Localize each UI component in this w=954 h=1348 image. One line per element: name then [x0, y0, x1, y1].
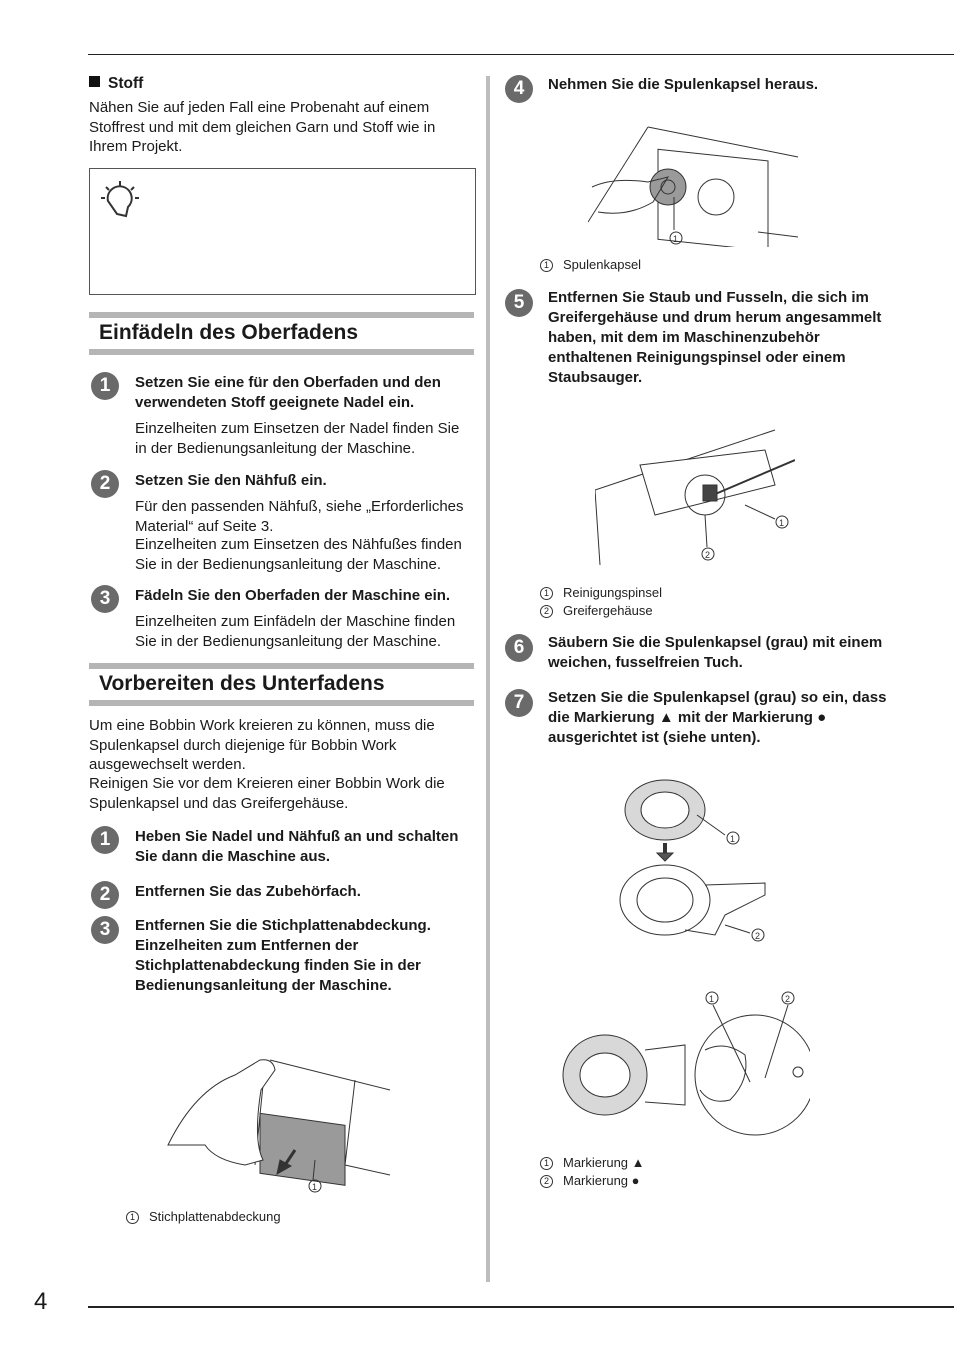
section-intro: Reinigen Sie vor dem Kreieren einer Bobb… — [89, 775, 445, 812]
step-number: 3 — [91, 585, 119, 613]
step-instruction: Säubern Sie die Spulenkapsel (grau) mit … — [548, 634, 883, 671]
figure-alignment-marks: 1 2 — [562, 991, 810, 1136]
figure-clean-race: 1 2 — [595, 429, 795, 566]
svg-text:2: 2 — [785, 994, 790, 1004]
square-bullet-icon — [89, 76, 100, 87]
step-detail: Für den passenden Nähfuß, siehe „Erforde… — [135, 498, 464, 535]
step-number: 4 — [505, 75, 533, 103]
step-number: 6 — [505, 634, 533, 662]
step-detail: Einzelheiten zum Einfädeln der Maschine … — [135, 613, 456, 650]
step-detail: Einzelheiten zum Einsetzen der Nadel fin… — [135, 420, 460, 457]
section-heading-oberfaden: Einfädeln des Oberfadens — [89, 312, 474, 355]
svg-text:1: 1 — [673, 234, 678, 244]
figure-remove-needle-plate-cover: 1 — [167, 1059, 391, 1193]
step-number: 1 — [91, 826, 119, 854]
step-detail: Einzelheiten zum Einsetzen des Nähfußes … — [135, 536, 462, 573]
svg-text:1: 1 — [312, 1182, 317, 1192]
stoff-subheading: Stoff — [89, 75, 143, 93]
figure-insert-bobbin-case: 1 2 — [619, 779, 766, 942]
note-lightbulb-icon — [101, 181, 139, 218]
step-instruction: Setzen Sie eine für den Oberfaden und de… — [135, 374, 441, 411]
step-number: 2 — [91, 470, 119, 498]
step-instruction: Fädeln Sie den Oberfaden der Maschine ei… — [135, 587, 451, 604]
note-box — [89, 168, 476, 295]
section-heading-unterfaden: Vorbereiten des Unterfadens — [89, 663, 474, 706]
step-instruction: Setzen Sie die Spulenkapsel (grau) so ei… — [548, 689, 887, 746]
svg-text:2: 2 — [705, 550, 710, 560]
step-instruction: Heben Sie Nadel und Nähfuß an und schalt… — [135, 828, 459, 865]
step-instruction: Setzen Sie den Nähfuß ein. — [135, 472, 327, 489]
figure-remove-bobbin-case: 1 — [588, 126, 799, 247]
page-number: 4 — [34, 1288, 48, 1315]
step-number: 7 — [505, 689, 533, 717]
bottom-rule — [88, 1306, 954, 1308]
svg-text:1: 1 — [779, 518, 784, 528]
step-number: 3 — [91, 916, 119, 944]
svg-text:2: 2 — [755, 931, 760, 941]
section-intro: Um eine Bobbin Work kreieren zu können, … — [89, 717, 435, 773]
column-divider — [486, 76, 490, 1282]
step-number: 1 — [91, 372, 119, 400]
step-instruction: Nehmen Sie die Spulenkapsel heraus. — [548, 76, 819, 93]
step-instruction: Entfernen Sie Staub und Fusseln, die sic… — [548, 289, 882, 386]
step-instruction: Entfernen Sie die Stichplattenabdeckung.… — [135, 917, 431, 994]
svg-text:1: 1 — [730, 834, 735, 844]
top-rule — [88, 54, 954, 55]
step-number: 2 — [91, 881, 119, 909]
step-number: 5 — [505, 289, 533, 317]
step-instruction: Entfernen Sie das Zubehörfach. — [135, 883, 361, 900]
stoff-text: Nähen Sie auf jeden Fall eine Probenaht … — [89, 99, 436, 155]
svg-text:1: 1 — [709, 994, 714, 1004]
